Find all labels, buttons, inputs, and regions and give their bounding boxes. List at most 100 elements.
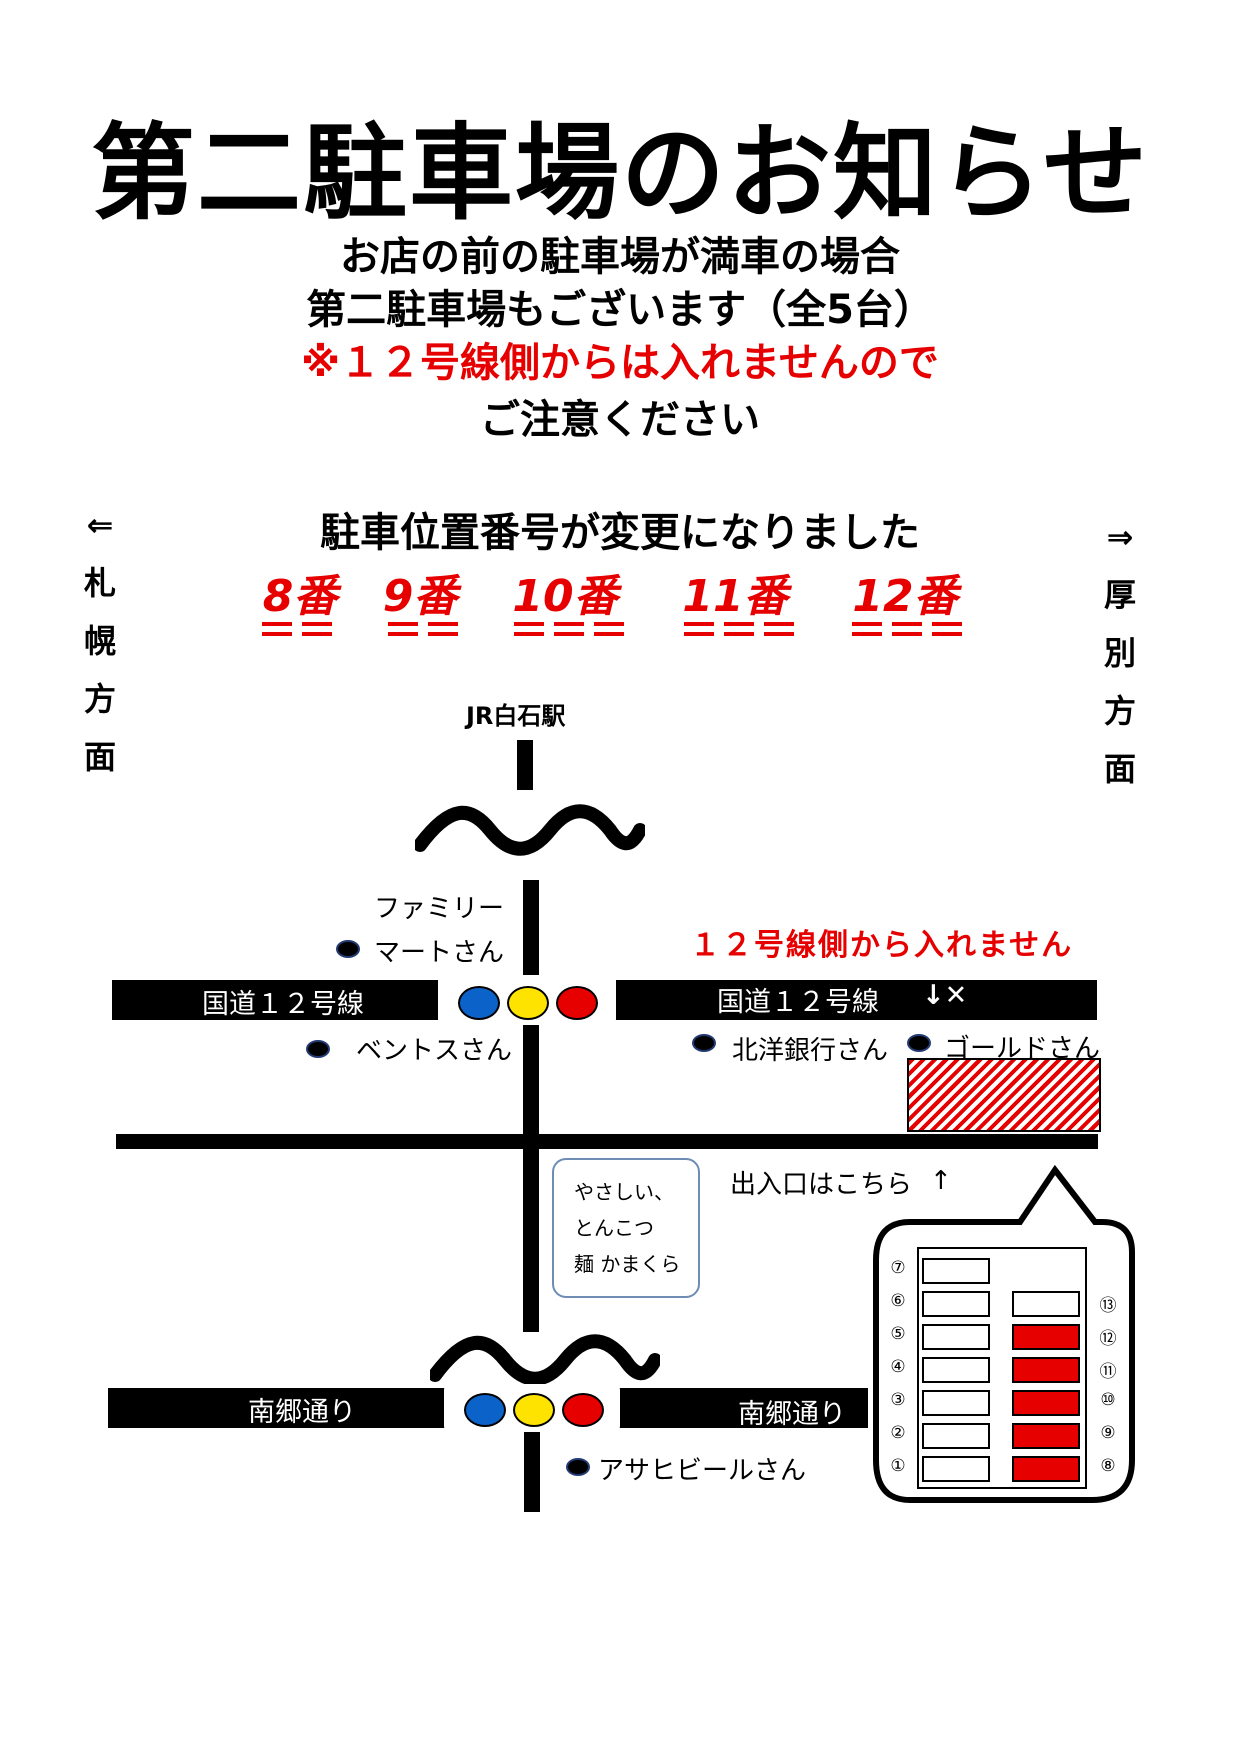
parking-slot-6 — [922, 1291, 990, 1317]
slot-number-4: ④ — [890, 1357, 906, 1377]
parking-slot-9 — [1012, 1423, 1080, 1449]
number-11: 11番 — [682, 571, 788, 622]
familymart-label-1: ファミリー — [374, 894, 505, 924]
blue-lamp — [458, 986, 500, 1020]
right-char-4: 面 — [1103, 750, 1136, 788]
shop-label-3: 麺 かまくら — [574, 1252, 681, 1276]
nango-label-right: 南郷通り — [738, 1399, 846, 1430]
slot-number-3: ③ — [890, 1390, 906, 1410]
traffic-light-route12 — [438, 975, 616, 1025]
parking-slot-5 — [922, 1324, 990, 1350]
page-title: 第二駐車場のお知らせ — [91, 112, 1149, 234]
right-arrow: ⇒ — [1106, 518, 1134, 556]
left-char-2: 幌 — [83, 622, 116, 660]
vertical-road-middle — [523, 880, 539, 1332]
shop-label-2: とんこつ — [574, 1216, 654, 1240]
slot-number-8: ⑧ — [1100, 1456, 1116, 1476]
slot-number-5: ⑤ — [890, 1324, 906, 1344]
slot-number-10: ⑩ — [1100, 1390, 1116, 1410]
slot-number-11: ⑪ — [1099, 1362, 1117, 1382]
shop-label-1: やさしい、 — [574, 1180, 674, 1204]
underline-mark — [302, 622, 332, 636]
underline-mark — [262, 622, 292, 636]
no-entry-warning: １２号線側から入れません — [690, 928, 1074, 963]
nango-label-left: 南郷通り — [248, 1397, 356, 1428]
underline-mark — [554, 622, 584, 636]
underline-mark — [852, 622, 882, 636]
no-entry-mark: ↓✕ — [922, 980, 968, 1011]
right-direction: ⇒ 厚 別 方 面 — [1100, 508, 1140, 798]
underline-mark — [724, 622, 754, 636]
parking-slot-1 — [922, 1456, 990, 1482]
parking-slot-7 — [922, 1258, 990, 1284]
left-char-4: 面 — [83, 738, 116, 776]
road-break-bottom — [430, 1334, 660, 1386]
parking-slot-11 — [1012, 1357, 1080, 1383]
underline-mark — [428, 622, 458, 636]
parking-slot-10 — [1012, 1390, 1080, 1416]
changed-heading: 駐車位置番号が変更になりました — [320, 510, 920, 556]
underline-mark — [764, 622, 794, 636]
traffic-light-nango — [444, 1384, 620, 1432]
intro-warning-text: ※１２号線側からは入れませんので — [301, 340, 939, 386]
underline-mark — [684, 622, 714, 636]
yellow-lamp — [513, 1393, 555, 1427]
blue-lamp — [464, 1393, 506, 1427]
side-road — [116, 1134, 1098, 1149]
number-10: 10番 — [512, 571, 618, 622]
right-char-2: 別 — [1103, 634, 1136, 672]
parking-slot-8 — [1012, 1456, 1080, 1482]
intro-line-1: お店の前の駐車場が満車の場合 — [340, 234, 900, 280]
gold-dot — [907, 1034, 931, 1052]
route-12-label-right: 国道１２号線 — [717, 987, 879, 1018]
familymart-dot — [336, 940, 360, 958]
left-char-3: 方 — [83, 680, 116, 718]
asahi-label: アサヒビールさん — [598, 1456, 807, 1486]
route-12-label-left: 国道１２号線 — [202, 989, 364, 1020]
yellow-lamp — [507, 986, 549, 1020]
parking-slot-12 — [1012, 1324, 1080, 1350]
asahi-dot — [566, 1458, 590, 1476]
intro-line-2: 第二駐車場もございます（全5台） — [306, 287, 934, 333]
gold-parking-hatched — [907, 1058, 1101, 1132]
bents-label: ベントスさん — [356, 1036, 513, 1066]
number-9: 9番 — [382, 571, 458, 622]
bents-dot — [306, 1040, 330, 1058]
familymart-label-2: マートさん — [374, 938, 505, 968]
right-char-3: 方 — [1103, 692, 1136, 730]
underline-mark — [892, 622, 922, 636]
hokuyo-dot — [692, 1034, 716, 1052]
entrance-label: 出入口はこちら — [730, 1170, 913, 1200]
left-arrow: ⇐ — [86, 506, 114, 544]
slot-number-12: ⑫ — [1099, 1329, 1117, 1349]
road-break-top — [415, 804, 645, 856]
station-label: JR白石駅 — [466, 702, 566, 730]
intro-line-4: ご注意ください — [480, 397, 760, 443]
slot-number-6: ⑥ — [890, 1291, 906, 1311]
underline-mark — [388, 622, 418, 636]
red-lamp — [556, 986, 598, 1020]
right-char-1: 厚 — [1103, 576, 1136, 614]
intro-line-3: ※１２号線側からは入れませんので — [0, 336, 1240, 390]
entrance-arrow: ↑ — [930, 1166, 952, 1196]
hokuyo-label: 北洋銀行さん — [732, 1036, 889, 1066]
underline-mark — [932, 622, 962, 636]
slot-number-1: ① — [890, 1456, 906, 1476]
slot-number-7: ⑦ — [890, 1258, 906, 1278]
underline-mark — [594, 622, 624, 636]
slot-number-9: ⑨ — [1100, 1423, 1116, 1443]
slot-number-2: ② — [890, 1423, 906, 1443]
left-char-1: 札 — [83, 564, 116, 602]
underline-mark — [514, 622, 544, 636]
shop-box: やさしい、 とんこつ 麺 かまくら — [552, 1158, 700, 1298]
number-12: 12番 — [852, 571, 958, 622]
red-lamp — [562, 1393, 604, 1427]
parking-slot-2 — [922, 1423, 990, 1449]
slot-number-13: ⑬ — [1099, 1296, 1117, 1316]
parking-slot-3 — [922, 1390, 990, 1416]
number-8: 8番 — [262, 571, 338, 622]
vertical-road-top — [517, 740, 533, 790]
left-direction: ⇐ 札 幌 方 面 — [80, 496, 120, 786]
parking-slot-13 — [1012, 1291, 1080, 1317]
parking-slot-4 — [922, 1357, 990, 1383]
